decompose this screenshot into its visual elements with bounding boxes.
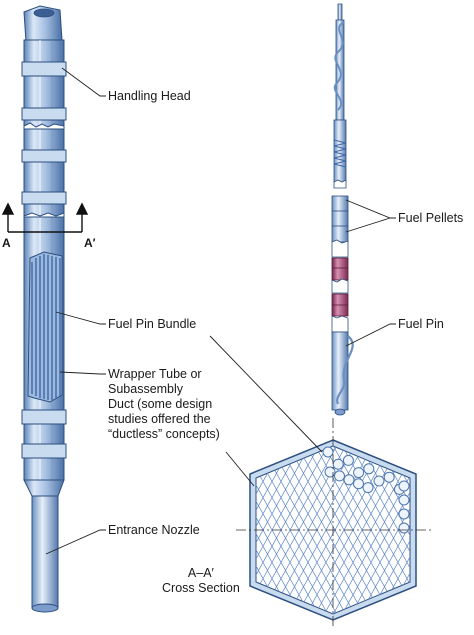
pin-circle (353, 478, 364, 490)
pin-circle (353, 467, 365, 479)
pin-circle (398, 480, 410, 492)
label-section-a-prime: A′ (84, 236, 96, 250)
pin-bundle-cutaway (27, 251, 63, 403)
pin-circle (322, 446, 334, 458)
pin-circle (343, 474, 355, 486)
pin-circle (383, 471, 395, 483)
pin-circle (334, 470, 345, 482)
label-fuel-pellets: Fuel Pellets (398, 211, 464, 225)
pin-circle (398, 508, 410, 520)
label-wrapper-tube: Wrapper Tube or Subassembly Duct (some d… (108, 367, 220, 441)
pin-circle (398, 522, 410, 534)
subassembly (1, 5, 89, 613)
fuel-pellet (331, 257, 349, 281)
label-section-a: A (2, 236, 11, 250)
pin-circle (362, 482, 374, 494)
label-cross-section: A–A′ Cross Section (162, 566, 240, 595)
leader-lines (45, 67, 396, 555)
label-fuel-pin-bundle: Fuel Pin Bundle (108, 317, 197, 331)
head-socket (33, 8, 55, 18)
cross-section (236, 418, 434, 626)
fuel-pin (331, 3, 354, 416)
pin-circle (324, 466, 336, 478)
label-entrance-nozzle: Entrance Nozzle (108, 523, 200, 537)
label-fuel-pin: Fuel Pin (398, 317, 444, 331)
pin-circle (342, 454, 354, 466)
section-marker (1, 202, 89, 233)
entrance-nozzle (31, 495, 59, 609)
pin-circle (363, 463, 375, 475)
pin-cross-sections (322, 446, 410, 534)
pin-circle (332, 458, 344, 470)
pin-circle (398, 494, 410, 506)
pin-circle (373, 475, 385, 487)
label-handling-head: Handling Head (108, 89, 191, 103)
